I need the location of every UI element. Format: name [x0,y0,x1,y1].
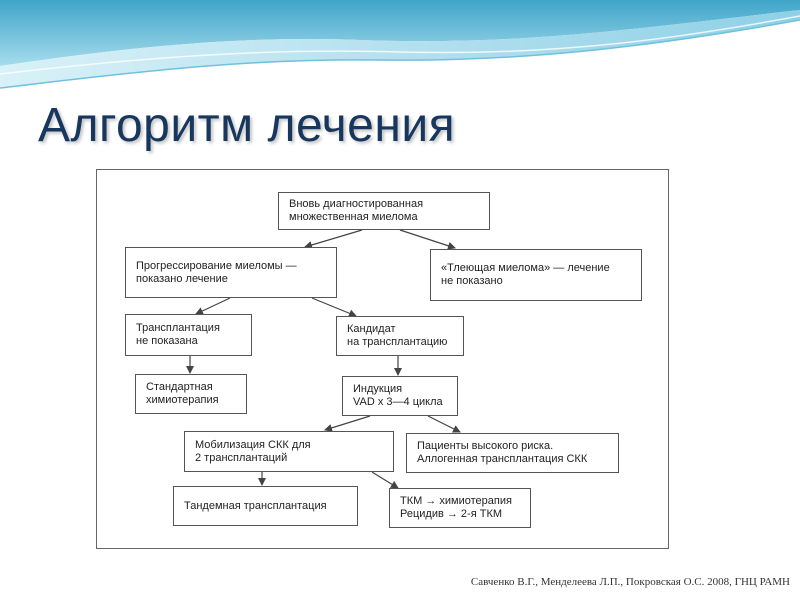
box-line: Прогрессирование миеломы — [136,259,297,272]
box-line: «Тлеющая миелома» — лечение [441,262,610,274]
citation: Савченко В.Г., Менделеева Л.П., Покровск… [470,576,790,588]
box-tandem: Тандемная трансплантация [173,486,358,526]
box-smoldering: «Тлеющая миелома» — лечение не показано [430,249,642,301]
box-induction: Индукция VAD x 3—4 цикла [342,376,458,416]
box-tkm: ТКМ → химиотерапия Рецидив → 2-я ТКМ [389,488,531,528]
box-line: Рецидив → 2-я ТКМ [400,508,503,520]
box-line: VAD x 3—4 цикла [353,396,443,408]
box-transplant-not-indicated: Трансплантация не показана [125,314,252,356]
box-line: Кандидат [347,323,396,335]
box-line: химиотерапия [146,394,219,406]
box-line: Мобилизация СКК для [195,438,311,451]
box-line: Пациенты высокого риска. [417,440,554,452]
box-line: Трансплантация [136,322,220,334]
box-line: Аллогенная трансплантация СКК [417,453,588,465]
box-newly-diagnosed: Вновь диагностированная множественная ми… [278,192,490,230]
box-line: множественная миелома [289,211,418,223]
box-line: показано лечение [136,272,228,285]
box-line: на трансплантацию [347,336,448,348]
header-wave-decoration [0,0,800,89]
box-mobilization: Мобилизация СКК для 2 трансплантаций [184,431,394,472]
box-line: не показано [441,275,503,287]
box-line: ТКМ → химиотерапия [400,495,512,507]
box-line: Индукция [353,383,403,395]
box-standard-chemo: Стандартная химиотерапия [135,374,247,414]
box-line: 2 трансплантаций [195,451,288,464]
box-transplant-candidate: Кандидат на трансплантацию [336,316,464,356]
box-line: Вновь диагностированная [289,198,424,210]
box-progression: Прогрессирование миеломы — показано лече… [125,247,337,298]
box-high-risk: Пациенты высокого риска. Аллогенная тран… [406,433,619,473]
slide-title: Алгоритм лечения [38,99,456,152]
box-line: не показана [136,335,198,347]
box-line: Тандемная трансплантация [184,499,327,512]
box-line: Стандартная [146,381,213,393]
